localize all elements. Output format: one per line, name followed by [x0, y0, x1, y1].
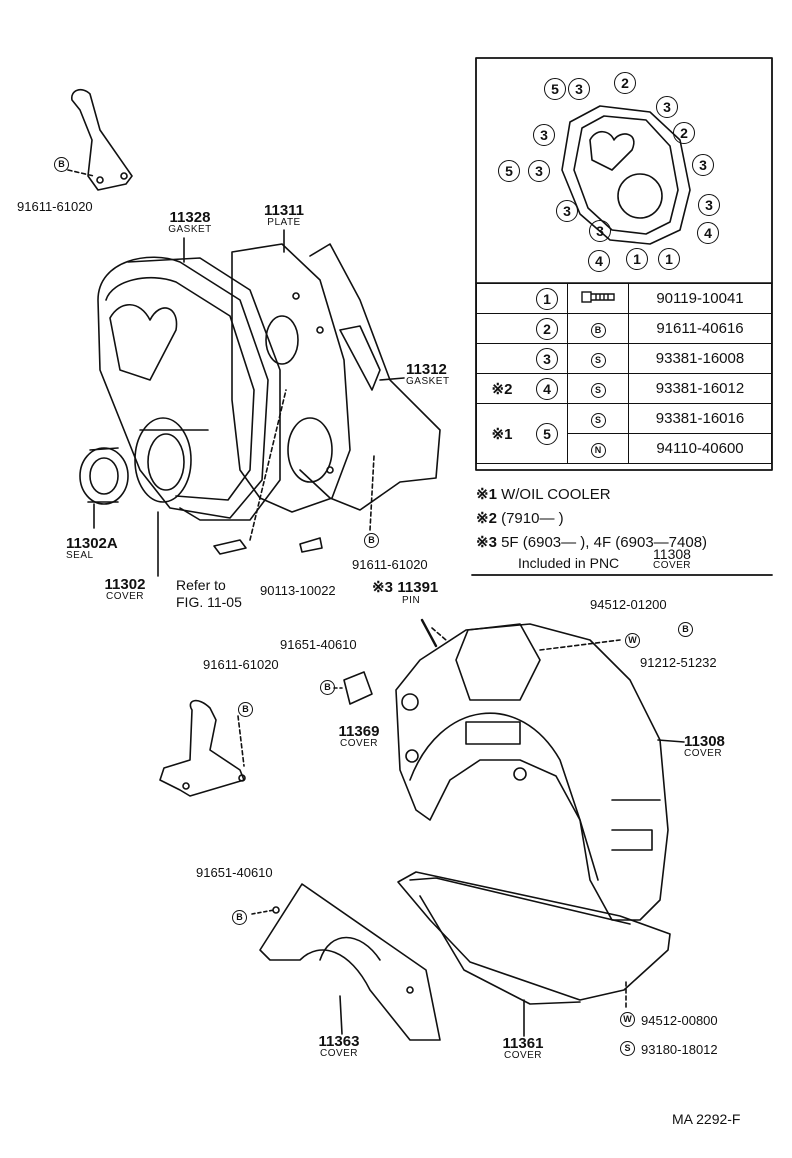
included-pnc: 11308 COVER — [652, 546, 692, 571]
table-row: 1 90119-10041 — [476, 283, 772, 314]
gasket-detail-box — [475, 57, 773, 471]
callout-91212-51232: 91212-51232 — [640, 655, 717, 670]
marker-b: B — [232, 910, 247, 925]
callout-91651-40610-mid: 91651-40610 — [280, 637, 357, 652]
table-note — [476, 343, 527, 374]
note-line: ※3 5F (6903— ), 4F (6903—7408) — [476, 534, 708, 551]
table-symbol: B — [590, 322, 606, 338]
table-row: 2 B 91611-40616 — [476, 313, 772, 344]
table-note: ※2 — [476, 373, 527, 404]
gasket-number: 5 — [544, 78, 566, 100]
marker-w: W — [625, 633, 640, 648]
table-index: 3 — [536, 347, 558, 370]
gasket-number: 3 — [533, 124, 555, 146]
marker-b: B — [238, 702, 253, 717]
gasket-number: 3 — [698, 194, 720, 216]
callout-94512-01200: 94512-01200 — [590, 597, 667, 612]
callout-94512-00800: 94512-00800 — [641, 1013, 718, 1028]
gasket-number: 1 — [626, 248, 648, 270]
marker-w: W — [620, 1012, 635, 1027]
figure-code: MA 2292-F — [672, 1111, 741, 1127]
callout-93180-18012: 93180-18012 — [641, 1042, 718, 1057]
callout-refer-fig: Refer to FIG. 11-05 — [176, 577, 242, 610]
gasket-number: 3 — [656, 96, 678, 118]
flywheel-housing-11308 — [395, 623, 669, 921]
table-note: ※1 — [476, 403, 527, 464]
marker-b: B — [364, 533, 379, 548]
included-label: Included in PNC — [518, 555, 620, 571]
table-row: ※1 5 S 93381-16016 — [476, 403, 772, 464]
table-part-number: 94110-40600 — [628, 433, 772, 464]
notes-block: ※1 W/OIL COOLER ※2 (7910— ) ※3 5F (6903—… — [476, 485, 707, 557]
callout-11391: ※3 11391 PIN — [372, 579, 439, 606]
callout-91611-61020-mid: 91611-61020 — [352, 557, 428, 572]
bolt-reference-table: 1 90119-10041 2 B 91611-40616 3 S 93381-… — [476, 283, 772, 464]
gasket-number: 3 — [556, 200, 578, 222]
callout-11302: 11302 COVER — [104, 576, 146, 602]
callout-91611-61020-low: 91611-61020 — [203, 657, 279, 672]
callout-11363: 11363 COVER — [318, 1033, 360, 1059]
timing-cover-11302 — [97, 256, 269, 519]
table-index: 2 — [536, 317, 558, 340]
table-row: N 94110-40600 — [477, 433, 772, 464]
gasket-number: 3 — [692, 154, 714, 176]
table-index: 1 — [536, 287, 558, 310]
gasket-number: 2 — [673, 122, 695, 144]
callout-11302a: 11302A SEAL — [66, 535, 118, 561]
gasket-number: 3 — [528, 160, 550, 182]
table-note — [476, 313, 527, 344]
callout-91651-40610-low: 91651-40610 — [196, 865, 273, 880]
gasket-number: 1 — [658, 248, 680, 270]
bolt-icon — [581, 290, 615, 303]
bracket-top-left — [71, 88, 133, 191]
marker-s: S — [620, 1041, 635, 1056]
gasket-number: 5 — [498, 160, 520, 182]
marker-b: B — [54, 157, 69, 172]
table-row: ※2 4 S 93381-16012 — [476, 373, 772, 404]
table-part-number: 93381-16012 — [628, 373, 772, 404]
marker-b: B — [320, 680, 335, 695]
cover-11363 — [259, 883, 441, 1041]
callout-91611-61020-top: 91611-61020 — [17, 199, 93, 214]
table-part-number: 90119-10041 — [628, 283, 772, 314]
table-symbol: S — [590, 352, 606, 368]
callout-90113-10022: 90113-10022 — [260, 583, 336, 598]
marker-b: B — [678, 622, 693, 637]
callout-11311: 11311 PLATE — [263, 202, 305, 228]
table-row: 3 S 93381-16008 — [476, 343, 772, 374]
table-index: 5 — [536, 422, 558, 445]
gasket-11312 — [299, 243, 441, 511]
table-part-number: 93381-16016 — [628, 403, 772, 434]
gasket-number: 4 — [588, 250, 610, 272]
cover-11361 — [397, 871, 671, 1005]
table-index: 4 — [536, 377, 558, 400]
callout-11308: 11308 COVER — [684, 733, 725, 759]
note-line: ※1 W/OIL COOLER — [476, 486, 611, 503]
table-symbol: S — [590, 382, 606, 398]
table-part-number: 91611-40616 — [628, 313, 772, 344]
seal-11302a — [79, 447, 129, 505]
gasket-number: 4 — [697, 222, 719, 244]
gasket-number: 3 — [568, 78, 590, 100]
gasket-11328 — [127, 257, 281, 521]
gasket-number: 2 — [614, 72, 636, 94]
small-cover-11369 — [343, 671, 373, 705]
callout-11312: 11312 GASKET — [406, 361, 450, 387]
callout-11328: 11328 GASKET — [168, 209, 212, 235]
gasket-detail-outline — [561, 105, 691, 245]
note-line: ※2 (7910— ) — [476, 510, 564, 527]
callout-11361: 11361 COVER — [502, 1035, 544, 1061]
bracket-mid-left — [159, 699, 246, 797]
table-note — [476, 283, 527, 314]
table-part-number: 93381-16008 — [628, 343, 772, 374]
gasket-number: 3 — [589, 220, 611, 242]
table-symbol: N — [590, 442, 606, 458]
callout-11369: 11369 COVER — [338, 723, 380, 749]
table-symbol: S — [590, 412, 606, 428]
bolt-icon — [567, 283, 629, 314]
